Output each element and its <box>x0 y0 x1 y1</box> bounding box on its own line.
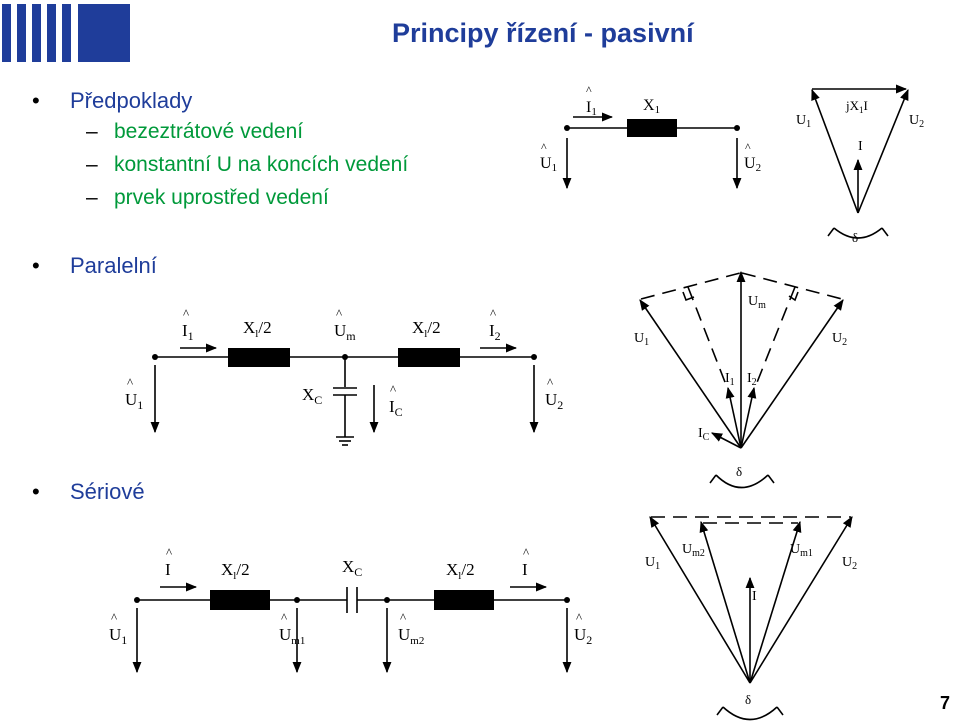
bullet-text: Předpoklady <box>70 88 193 113</box>
label-u2: U2 <box>574 625 592 647</box>
bullet-series: • Sériové <box>32 479 145 505</box>
subbullet-text: prvek uprostřed vedení <box>114 186 329 209</box>
bullet-assumptions: • Předpoklady <box>32 88 193 114</box>
label-xl-left: Xl/2 <box>221 560 250 582</box>
label-u2: U2 <box>842 555 857 572</box>
label-um: Um <box>334 321 356 343</box>
series-phasor: U1 Um2 Um1 U2 I δ <box>645 516 857 721</box>
dash: – <box>86 153 98 176</box>
svg-text:^: ^ <box>586 83 592 97</box>
reactance-left <box>210 590 270 610</box>
label-um1: Um1 <box>790 542 813 559</box>
subbullet-text: bezeztrátové vedení <box>114 120 304 143</box>
label-u2: U2 <box>545 390 563 412</box>
label-u1: U1 <box>540 155 557 174</box>
svg-text:^: ^ <box>336 306 342 321</box>
logo-bar <box>62 4 71 62</box>
label-ic: IC <box>698 426 710 443</box>
bullet-text: Paralelní <box>70 253 157 278</box>
svg-text:^: ^ <box>547 375 553 390</box>
bullet-dot: • <box>32 479 40 504</box>
subbullet-constant-voltage: – konstantní U na koncích vedení <box>86 153 409 177</box>
label-i: I <box>752 589 757 604</box>
label-u2: U2 <box>909 113 924 130</box>
label-um2: Um2 <box>682 542 705 559</box>
label-i2: I2 <box>489 321 501 343</box>
svg-text:^: ^ <box>490 306 496 321</box>
logo-block <box>78 4 130 62</box>
label-i-right: I <box>522 560 528 579</box>
svg-text:^: ^ <box>111 610 117 625</box>
label-jx1i: jX1I <box>845 98 868 115</box>
reactance-right <box>398 348 460 367</box>
label-i1: I1 <box>586 99 597 118</box>
series-circuit: I ^ Xl/2 XC Xl/2 I ^ U1 ^ Um1 ^ Um2 ^ U2… <box>109 545 592 674</box>
label-xc: XC <box>302 385 322 407</box>
svg-text:^: ^ <box>390 382 396 397</box>
svg-text:^: ^ <box>127 375 133 390</box>
svg-text:^: ^ <box>400 610 406 625</box>
label-um2: Um2 <box>398 625 424 647</box>
reactance-left <box>228 348 290 367</box>
logo-bar <box>2 4 11 62</box>
label-xl-right: Xl/2 <box>446 560 475 582</box>
label-u1: U1 <box>645 555 660 572</box>
bullet-text: Sériové <box>70 479 145 504</box>
reactance-right <box>434 590 494 610</box>
label-delta: δ <box>745 692 751 707</box>
svg-text:^: ^ <box>576 610 582 625</box>
dash: – <box>86 120 98 143</box>
label-u2: U2 <box>744 155 761 174</box>
parallel-phasor: U1 Um U2 I1 I2 IC δ <box>634 270 847 489</box>
subbullet-lossless: – bezeztrátové vedení <box>86 120 304 144</box>
label-i2: I2 <box>747 371 757 388</box>
subbullet-text: konstantní U na koncích vedení <box>114 153 409 176</box>
label-u1: U1 <box>109 625 127 647</box>
university-logo <box>2 4 130 62</box>
svg-text:^: ^ <box>281 610 287 625</box>
label-delta: δ <box>852 230 858 245</box>
logo-bar <box>17 4 26 62</box>
dash: – <box>86 186 98 209</box>
label-u1: U1 <box>125 390 143 412</box>
parallel-circuit: I1 ^ Xl/2 Um ^ Xl/2 I2 ^ U1 ^ XC IC ^ U2… <box>125 306 563 446</box>
label-u1: U1 <box>796 113 811 130</box>
slide-title: Principy řízení - pasivní <box>392 18 694 48</box>
label-xc: XC <box>342 557 362 579</box>
svg-text:^: ^ <box>523 545 529 560</box>
bullet-dot: • <box>32 88 40 113</box>
label-xl-left: Xl/2 <box>243 318 272 340</box>
label-um1: Um1 <box>279 625 305 647</box>
label-i-left: I <box>165 560 171 579</box>
bullet-parallel: • Paralelní <box>32 253 157 279</box>
svg-text:^: ^ <box>183 306 189 321</box>
reactance-x1 <box>627 119 677 137</box>
label-um: Um <box>748 294 766 311</box>
label-i: I <box>858 139 863 154</box>
logo-bar <box>32 4 41 62</box>
svg-text:^: ^ <box>745 140 751 154</box>
label-u2: U2 <box>832 331 847 348</box>
top-circuit: I1 ^ X1 U1 ^ U2 ^ <box>540 83 761 190</box>
label-i1: I1 <box>725 371 735 388</box>
label-delta: δ <box>736 464 742 479</box>
top-phasor: U1 U2 jX1I I δ <box>796 84 924 245</box>
label-xl-right: Xl/2 <box>412 318 441 340</box>
bullet-dot: • <box>32 253 40 278</box>
svg-text:^: ^ <box>541 140 547 154</box>
label-x1: X1 <box>643 97 660 116</box>
svg-text:^: ^ <box>166 545 172 560</box>
subbullet-element-middle: – prvek uprostřed vedení <box>86 186 329 210</box>
label-i1: I1 <box>182 321 194 343</box>
logo-bar <box>47 4 56 62</box>
page-number: 7 <box>940 693 951 713</box>
label-u1: U1 <box>634 331 649 348</box>
label-ic: IC <box>389 397 403 419</box>
